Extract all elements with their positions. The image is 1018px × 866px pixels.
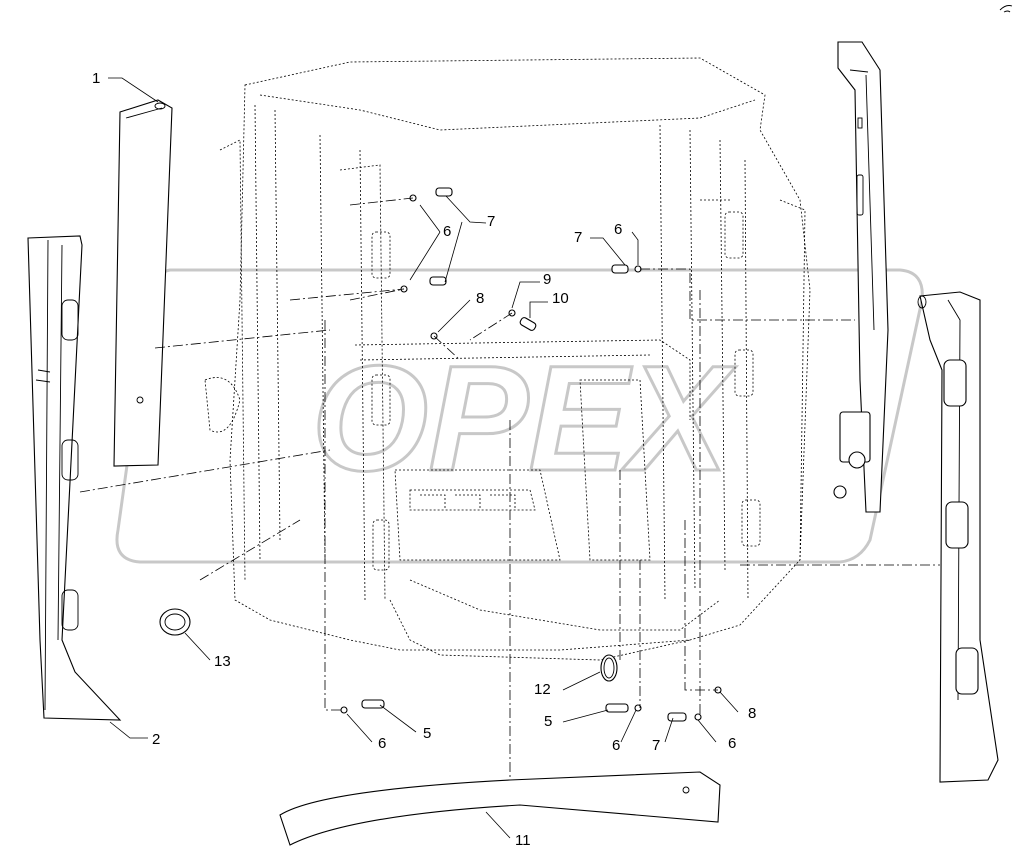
callout-5-left: 5 [423, 725, 431, 742]
callout-8-top: 8 [476, 290, 484, 307]
callout-1: 1 [92, 70, 100, 87]
callout-5-right: 5 [544, 713, 552, 730]
callout-8-bottom: 8 [748, 705, 756, 722]
svg-text:OPEX: OPEX [312, 334, 737, 502]
callout-labels: 1 2 7 6 7 6 8 9 10 13 12 8 5 5 6 6 7 6 1… [92, 70, 756, 849]
callout-7-bottom: 7 [652, 737, 660, 754]
part-13-seal [159, 608, 191, 636]
part-11-lower-trim-strip [279, 771, 721, 846]
callout-6-bottom-right: 6 [728, 735, 736, 752]
assembly-lines [79, 197, 940, 780]
callout-6-top-left: 6 [443, 223, 451, 240]
callout-6-bottom-left: 6 [378, 735, 386, 752]
callout-11: 11 [515, 832, 531, 849]
leader-lines [108, 77, 739, 839]
part-1-pillar-trim [113, 99, 173, 467]
part-12-seal [600, 654, 618, 682]
callout-7-top-left: 7 [487, 213, 495, 230]
callout-2: 2 [152, 731, 160, 748]
callout-6-top-right: 6 [614, 221, 622, 238]
right-pillar-trim [833, 41, 889, 513]
callout-6-bottom-middle: 6 [612, 737, 620, 754]
corner-mark-icon [999, 5, 1013, 13]
callout-10: 10 [552, 290, 569, 307]
callout-9: 9 [543, 271, 551, 288]
right-side-trim [917, 291, 999, 783]
callout-13: 13 [214, 653, 231, 670]
callout-7-top-right: 7 [574, 229, 582, 246]
callout-12: 12 [534, 681, 551, 698]
cab-frame [204, 57, 811, 661]
watermark-logo: OPEX [115, 268, 924, 564]
part-2-side-trim-left [27, 235, 122, 721]
